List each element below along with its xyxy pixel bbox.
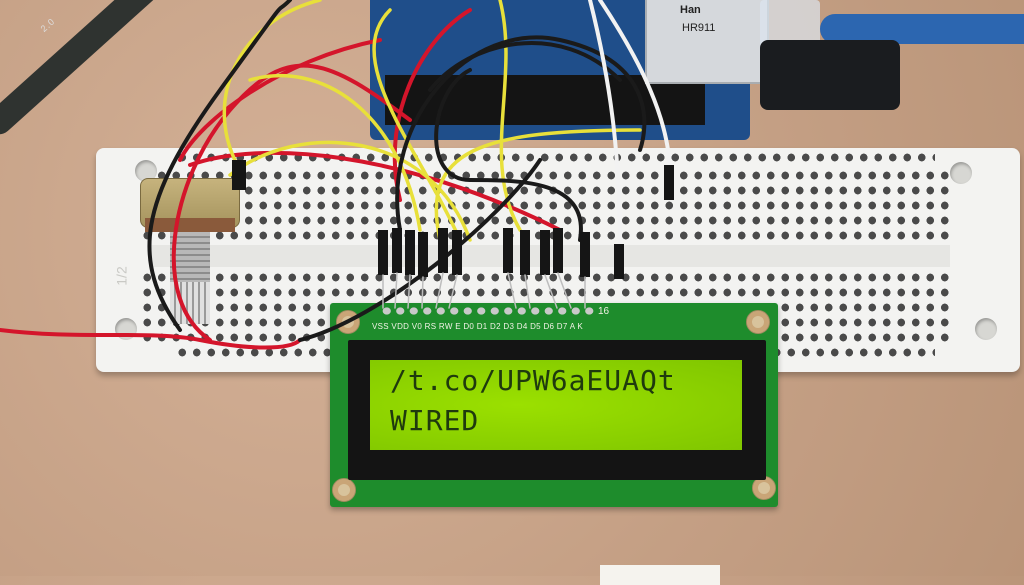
- black-wire: [147, 0, 292, 332]
- black-wire: [395, 35, 647, 232]
- lcd-text-line-1: /t.co/UPW6aEUAQt: [390, 364, 676, 397]
- red-wire: [0, 328, 302, 350]
- lcd-screen: [370, 360, 742, 450]
- potentiometer-base: [145, 218, 235, 232]
- yellow-wire: [248, 74, 422, 232]
- usb-cable-blue: [820, 14, 1024, 44]
- black-wire: [298, 158, 542, 342]
- white-wire: [588, 0, 622, 252]
- red-wire: [171, 63, 412, 342]
- yellow-wire: [372, 8, 462, 242]
- breadboard-mount-hole: [975, 318, 997, 340]
- jumper-pins: [382, 272, 586, 309]
- ethernet-brand-text: Han: [680, 4, 701, 16]
- usb-plug: [760, 40, 900, 110]
- yellow-wire: [498, 0, 522, 232]
- breadboard-mount-hole: [950, 162, 972, 184]
- lcd-mount-pad: [336, 310, 360, 334]
- red-wire: [178, 38, 382, 162]
- red-wire: [392, 8, 472, 202]
- ethernet-part-text: HR911: [682, 22, 716, 34]
- lcd-text-line-2: WIRED: [390, 404, 480, 437]
- lcd-pin-header: [380, 305, 595, 317]
- black-wire: [434, 68, 583, 242]
- lcd-pin-16-label: 16: [598, 306, 610, 317]
- lcd-mount-pad: [746, 310, 770, 334]
- black-wire: [428, 41, 622, 92]
- jumper-connectors: [232, 160, 674, 279]
- lcd-pin-labels: VSS VDD V0 RS RW E D0 D1 D2 D3 D4 D5 D6 …: [372, 322, 584, 331]
- breadboard-mount-hole: [135, 160, 157, 182]
- paper-scrap: [600, 565, 720, 585]
- white-wire: [598, 0, 672, 177]
- yellow-wire: [228, 140, 472, 242]
- yellow-wire: [434, 128, 642, 242]
- lcd-mount-pad: [332, 478, 356, 502]
- red-wire: [188, 150, 562, 232]
- ethernet-jack: [645, 0, 769, 84]
